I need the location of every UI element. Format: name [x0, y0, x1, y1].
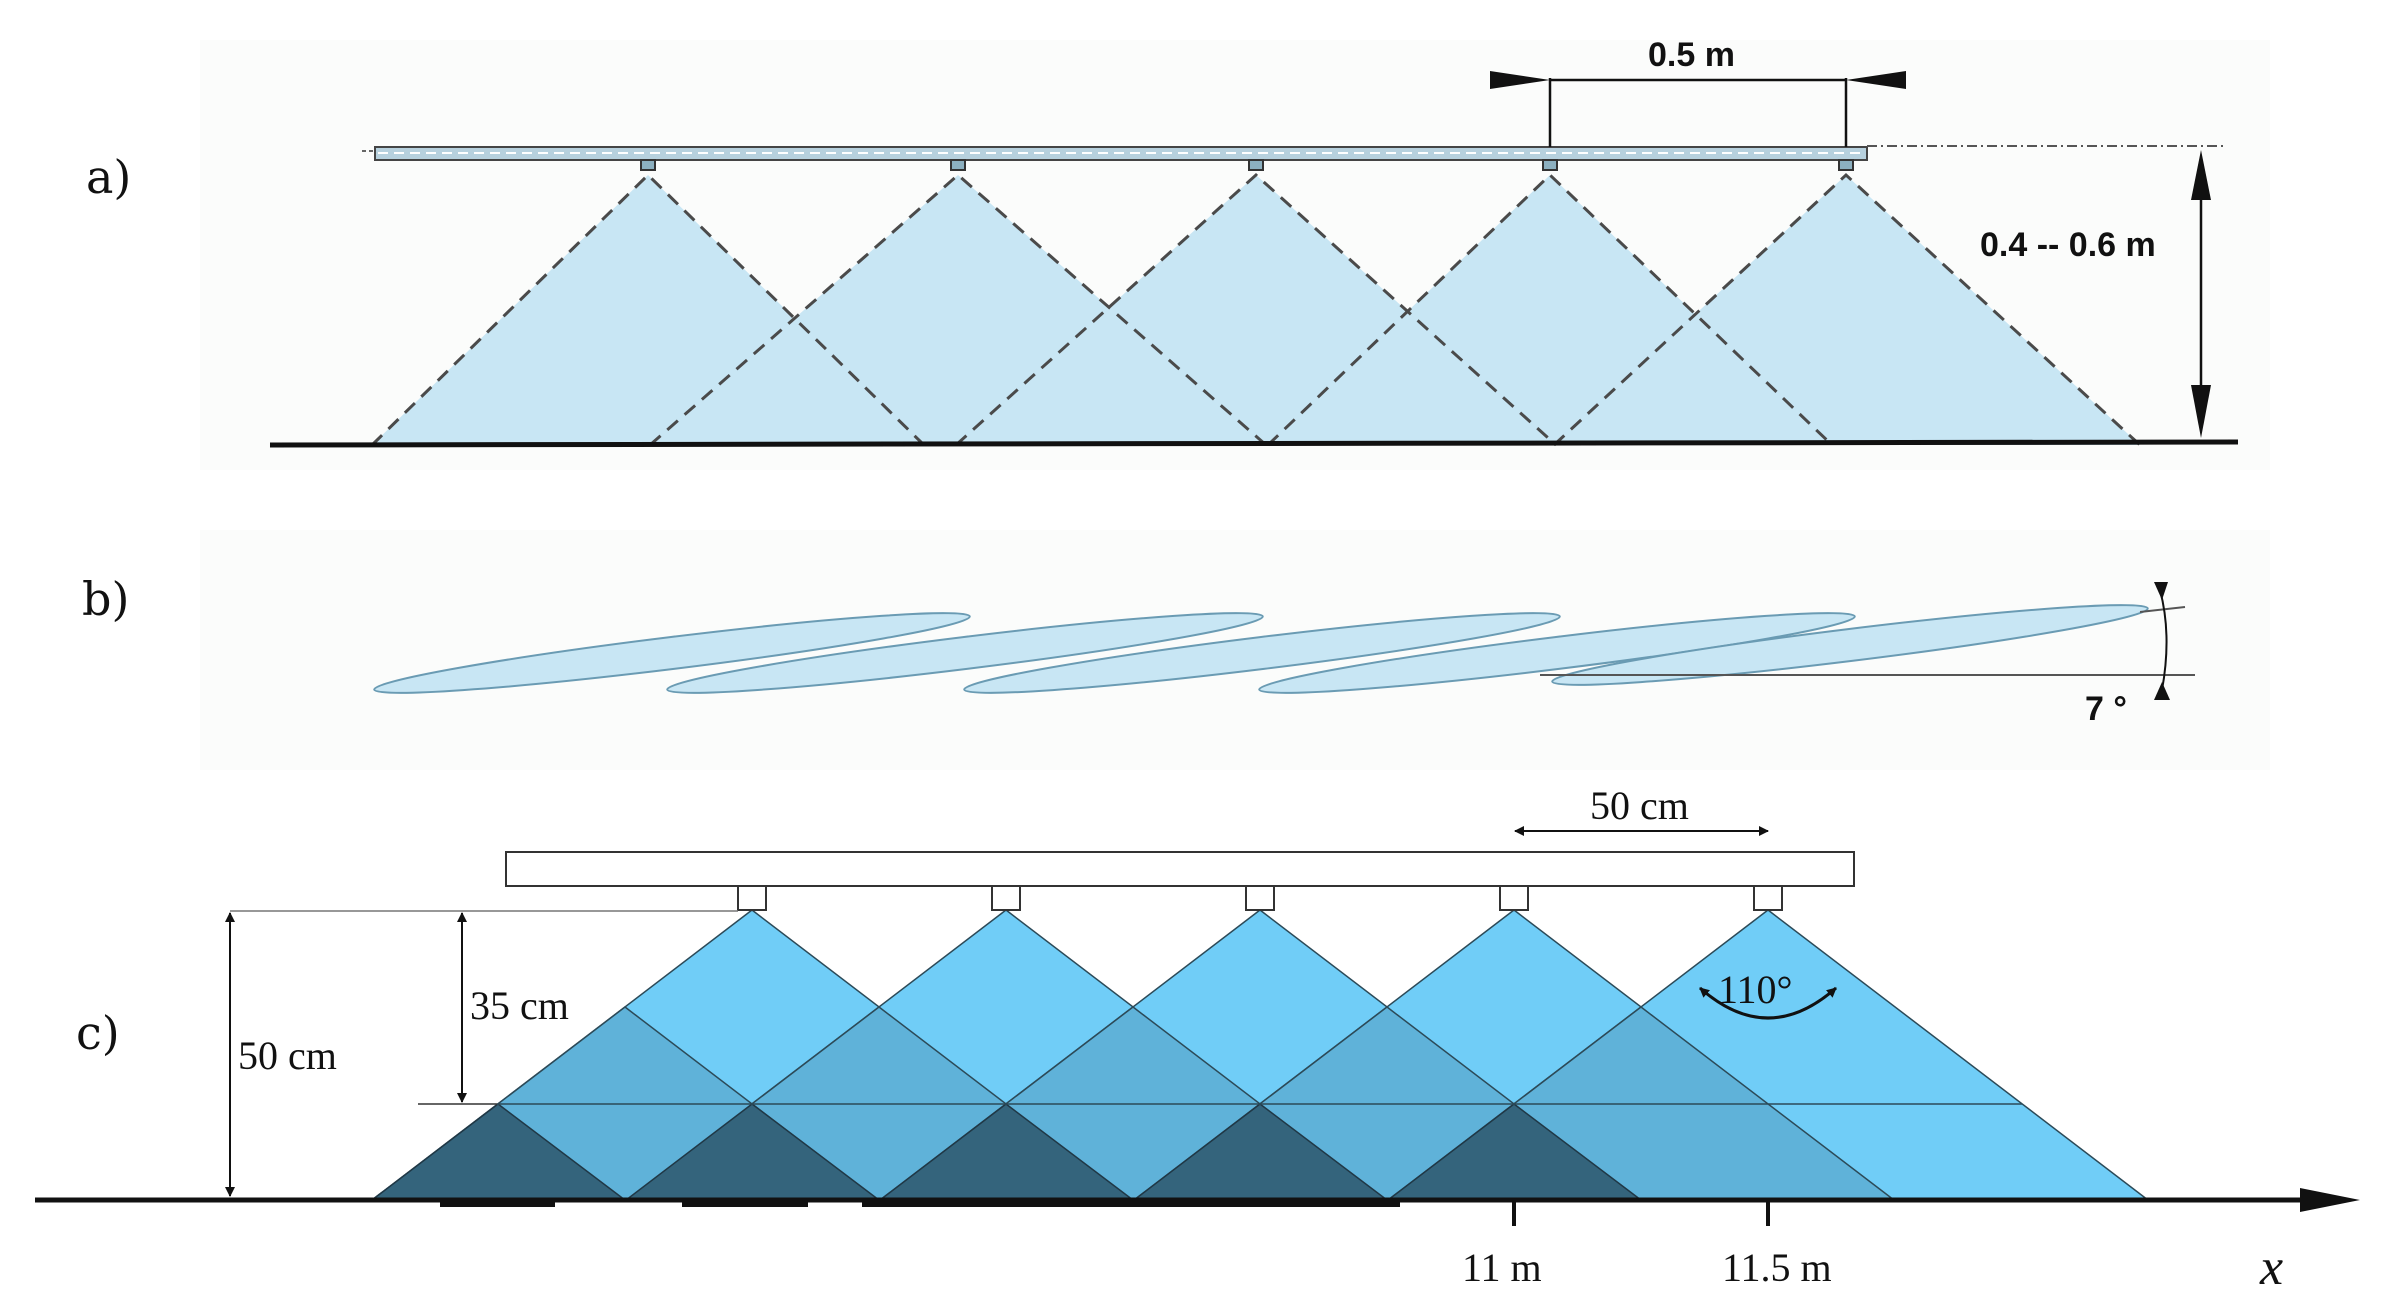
panel-a-spray-outlines — [370, 172, 2142, 447]
spray-outline-5 — [1552, 172, 2142, 447]
panel-c-label: c) — [76, 1006, 120, 1060]
nozzle-4 — [1499, 885, 1529, 911]
panel-b-sprays — [373, 604, 2149, 694]
arrow-up-icon — [2154, 682, 2170, 700]
panel-a-ground — [269, 439, 2239, 448]
panel-a-height-label: 0.4 -- 0.6 m — [1980, 226, 2156, 264]
panel-c-spacing-label: 50 cm — [1590, 783, 1689, 828]
nozzle-2 — [950, 159, 966, 171]
panel-b-angle-label: 7 ° — [2085, 690, 2127, 728]
spray-ellipse-5 — [1551, 604, 2149, 686]
panel-c-height-overlap-label: 35 cm — [470, 983, 569, 1028]
spray-ellipse-2 — [666, 612, 1264, 694]
spray-ellipse-1 — [373, 612, 971, 694]
panel-a-diagram — [269, 71, 2239, 448]
axis-arrow-icon — [2300, 1188, 2360, 1212]
panel-b-label: b) — [82, 572, 130, 626]
arrow-left-icon — [1846, 71, 1906, 89]
tick-label-11m: 11 m — [1462, 1245, 1542, 1290]
panel-a-spray-fills — [372, 175, 2140, 445]
panel-c-nozzles — [737, 885, 1783, 911]
panel-b-tilt-line — [2139, 606, 2186, 613]
panel-b-diagram — [373, 582, 2195, 700]
panel-a-nozzles — [640, 159, 1854, 171]
nozzle-3 — [1248, 159, 1264, 171]
nozzle-1 — [640, 159, 656, 171]
panel-c-height-total-label: 50 cm — [238, 1033, 337, 1078]
nozzle-5 — [1838, 159, 1854, 171]
nozzle-5 — [1753, 885, 1783, 911]
panel-a-spacing-label: 0.5 m — [1648, 36, 1735, 74]
panel-a-label: a) — [86, 150, 132, 204]
x-axis-label: x — [2260, 1239, 2284, 1296]
spray-outline-3 — [954, 172, 1558, 447]
nozzle-2 — [991, 885, 1021, 911]
arrow-down-icon — [2154, 582, 2168, 600]
nozzle-3 — [1245, 885, 1275, 911]
spray-ellipse-3 — [963, 612, 1561, 694]
panel-c-triple-overlap — [369, 1103, 1644, 1201]
spray-outline-1 — [370, 172, 926, 447]
panel-c-angle-label: 110° — [1718, 967, 1793, 1012]
tick-label-11-5m: 11.5 m — [1722, 1245, 1832, 1290]
spray-ellipse-4 — [1258, 612, 1856, 694]
panel-b-angle-arc — [2159, 589, 2168, 691]
nozzle-4 — [1542, 159, 1558, 171]
arrow-down-icon — [2191, 385, 2211, 438]
arrow-up-icon — [2191, 150, 2211, 200]
panel-c-diagram — [35, 826, 2360, 1226]
spray-outline-4 — [1266, 172, 1834, 447]
panel-c-boom — [505, 851, 1855, 887]
nozzle-1 — [737, 885, 767, 911]
spray-fan-5 — [1554, 175, 2140, 445]
panel-c-angle-arc — [1699, 986, 1837, 1020]
arrow-right-icon — [1490, 71, 1550, 89]
